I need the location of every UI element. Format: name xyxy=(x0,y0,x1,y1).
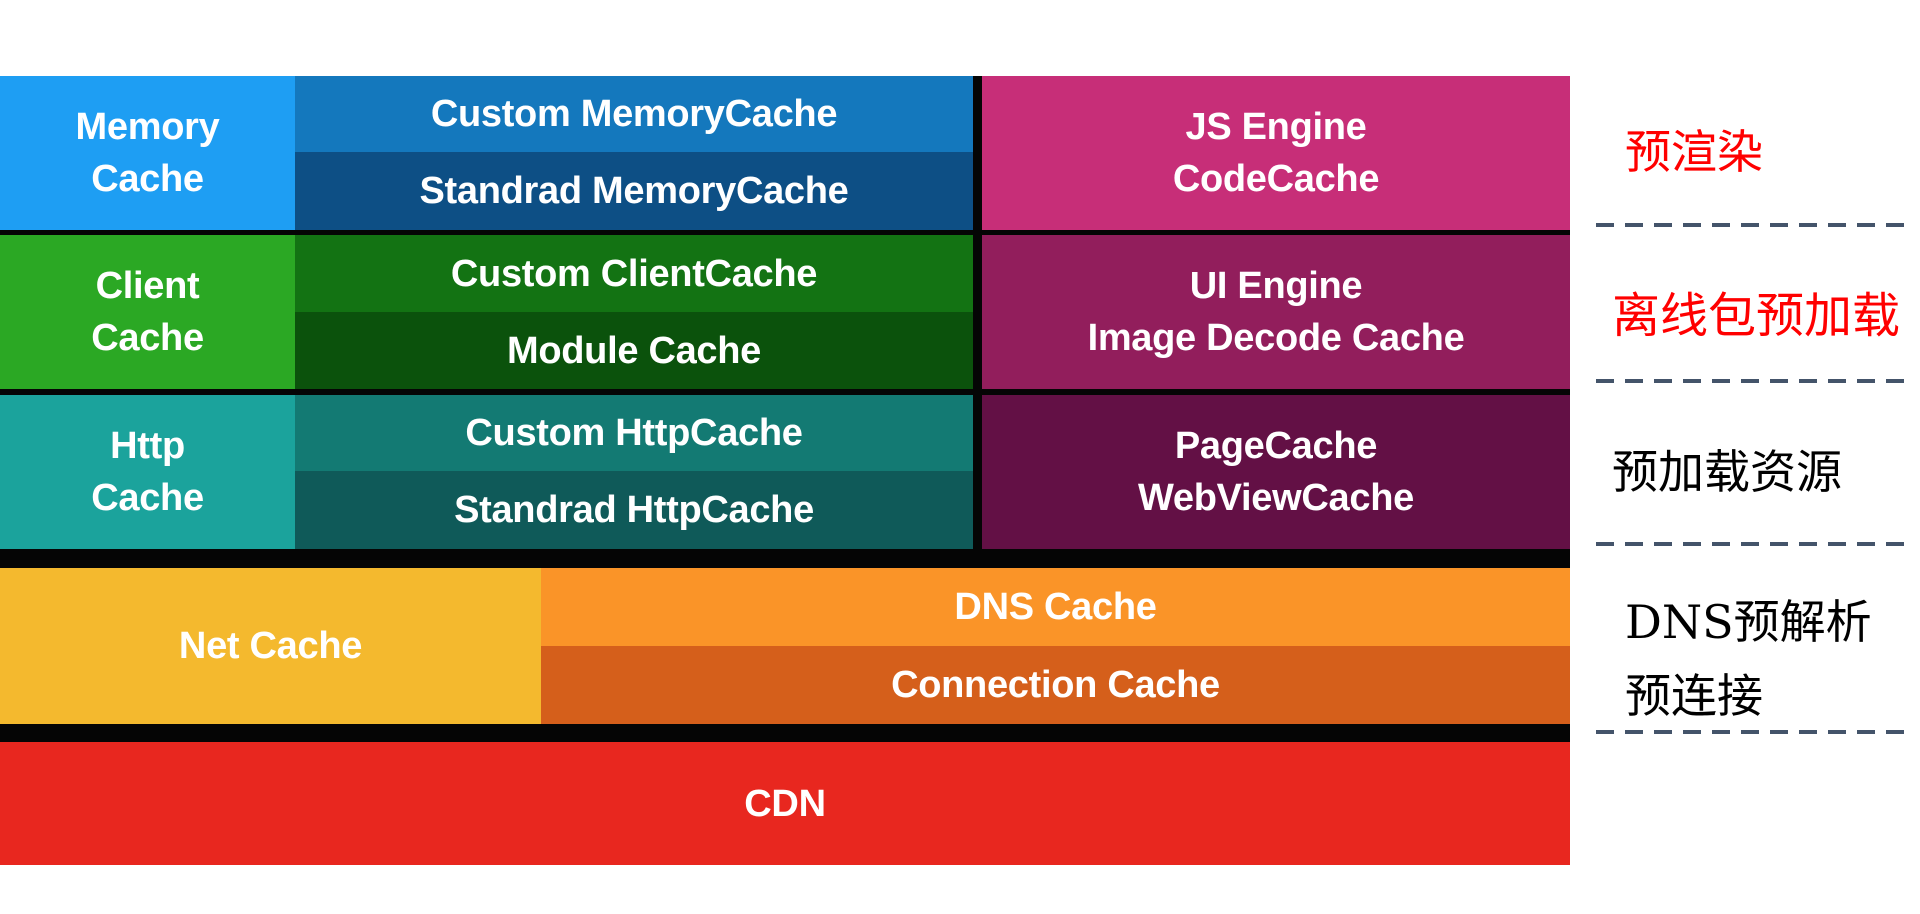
dns-cache-label: DNS Cache xyxy=(954,586,1157,628)
annotation-prerender: 预渲染 xyxy=(1625,125,1763,179)
module-cache-label: Module Cache xyxy=(507,329,761,372)
standard-memorycache-block: Standrad MemoryCache xyxy=(295,152,973,230)
standard-memorycache-label: Standrad MemoryCache xyxy=(419,170,849,212)
net-cache-block: Net Cache xyxy=(0,568,541,724)
client-cache-label: Client Cache xyxy=(91,265,204,359)
annotation-preload-resources: 预加载资源 xyxy=(1612,445,1842,499)
memory-cache-label: Memory Cache xyxy=(75,106,220,200)
standard-httpcache-label: Standrad HttpCache xyxy=(454,489,814,531)
custom-memorycache-block: Custom MemoryCache xyxy=(295,76,973,152)
custom-httpcache-label: Custom HttpCache xyxy=(465,412,803,454)
divider-3 xyxy=(1596,542,1904,546)
annotation-preconnect: 预连接 xyxy=(1625,669,1763,723)
js-engine-codecache-block: JS Engine CodeCache xyxy=(982,76,1570,230)
client-cache-block: Client Cache xyxy=(0,235,295,389)
custom-clientcache-label: Custom ClientCache xyxy=(450,252,818,295)
divider-4 xyxy=(1596,730,1904,734)
standard-httpcache-block: Standrad HttpCache xyxy=(295,471,973,549)
annotation-dns-prefetch: DNS预解析 xyxy=(1625,595,1872,649)
dns-cache-block: DNS Cache xyxy=(541,568,1570,646)
memory-cache-block: Memory Cache xyxy=(0,76,295,230)
custom-clientcache-block: Custom ClientCache xyxy=(295,235,973,312)
http-cache-block: Http Cache xyxy=(0,395,295,549)
pagecache-webviewcache-block: PageCache WebViewCache xyxy=(982,395,1570,549)
ui-engine-image-decode-label: UI Engine Image Decode Cache xyxy=(1087,265,1465,359)
annotation-offline-package-preload: 离线包预加载 xyxy=(1612,288,1901,344)
custom-httpcache-block: Custom HttpCache xyxy=(295,395,973,471)
divider-2 xyxy=(1596,379,1904,383)
connection-cache-block: Connection Cache xyxy=(541,646,1570,724)
http-cache-label: Http Cache xyxy=(91,425,204,519)
pagecache-webviewcache-label: PageCache WebViewCache xyxy=(1138,425,1414,519)
js-engine-codecache-label: JS Engine CodeCache xyxy=(1172,106,1380,200)
module-cache-block: Module Cache xyxy=(295,312,973,389)
net-cache-label: Net Cache xyxy=(178,625,363,667)
connection-cache-label: Connection Cache xyxy=(891,664,1220,706)
cdn-label: CDN xyxy=(744,782,826,825)
ui-engine-image-decode-block: UI Engine Image Decode Cache xyxy=(982,235,1570,389)
cdn-block: CDN xyxy=(0,742,1570,865)
custom-memorycache-label: Custom MemoryCache xyxy=(430,93,838,135)
divider-1 xyxy=(1596,223,1904,227)
